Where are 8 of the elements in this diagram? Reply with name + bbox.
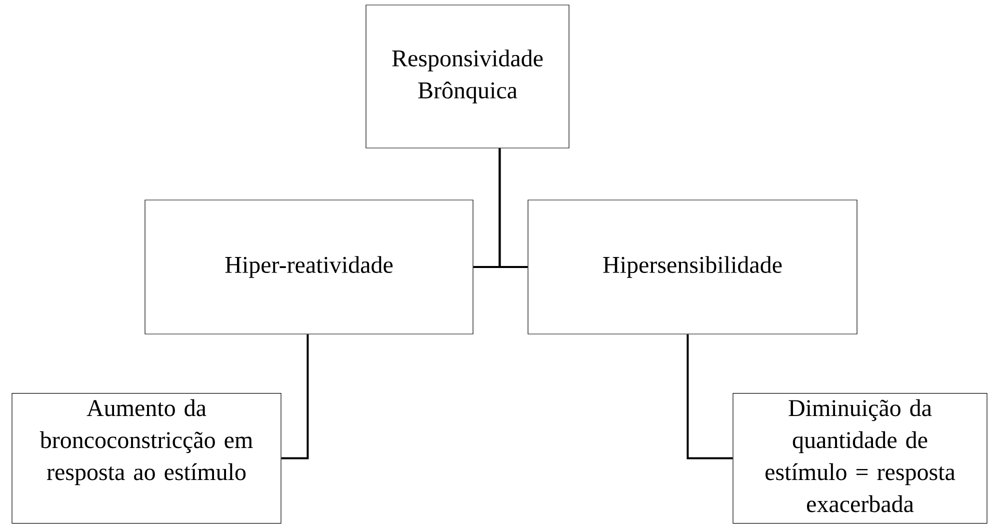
connector-line [498, 148, 528, 268]
text-box: Aumento da broncoconstricção em resposta ao estímulo [12, 393, 282, 524]
text-box: Hiper-reatividade [144, 200, 474, 334]
text-box: Hipersensibilidade [528, 200, 858, 334]
connector-line [686, 334, 733, 460]
text-box: Diminuição da quantidade de estímulo = resposta exacerbada [732, 393, 988, 524]
connector-line [281, 334, 309, 460]
text-box: Responsividade Brônquica [366, 4, 570, 148]
